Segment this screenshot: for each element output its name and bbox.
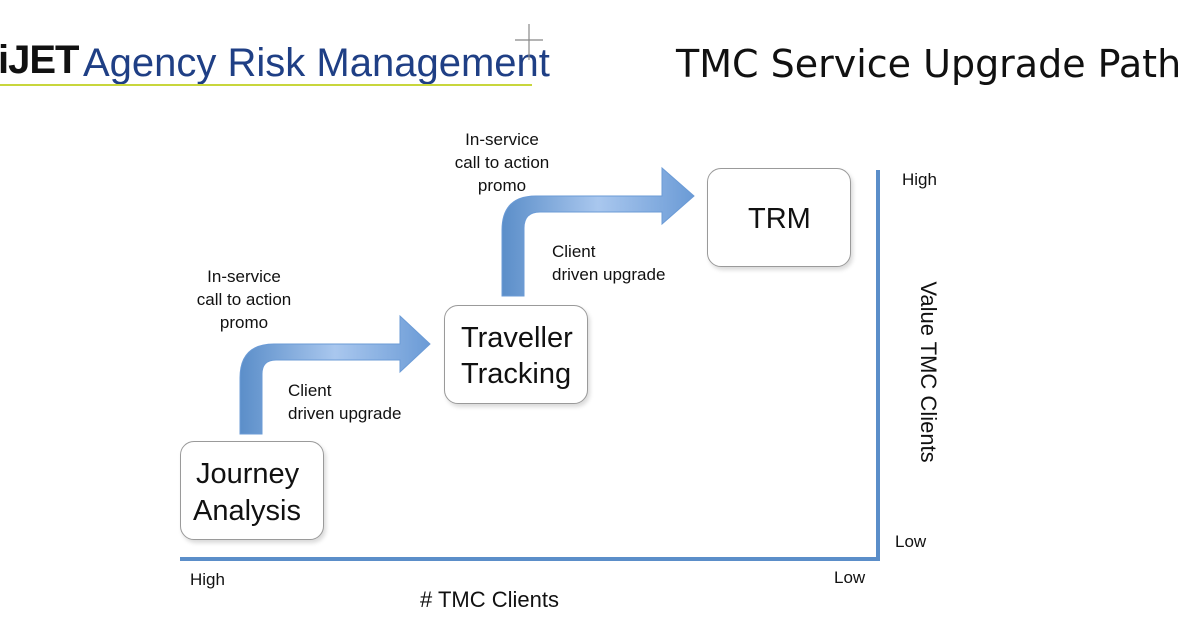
upgrade-arrow-2 xyxy=(501,166,695,297)
promo-label-1-line-2: call to action xyxy=(196,290,292,309)
driver-label-1-line-2: driven upgrade xyxy=(288,404,402,423)
promo-label-2-line-3: promo xyxy=(477,176,527,195)
stage-traveller-tracking-line-1: Traveller xyxy=(461,322,573,354)
promo-label-1-line-3: promo xyxy=(219,313,269,332)
promo-label-2-line-1: In-service xyxy=(465,130,539,149)
promo-label-2: In-service call to action promo xyxy=(442,128,562,197)
stage-journey-analysis-line-2: Analysis xyxy=(193,495,301,527)
slide-title: TMC Service Upgrade Path xyxy=(676,42,1182,86)
promo-label-1: In-service call to action promo xyxy=(184,265,304,334)
stage-journey-analysis-line-1: Journey xyxy=(196,458,300,490)
stage-journey-analysis: Journey Analysis xyxy=(180,441,324,540)
driver-label-2-line-2: driven upgrade xyxy=(552,265,666,284)
logo-underline xyxy=(0,84,532,86)
upgrade-arrow-1 xyxy=(239,314,431,435)
promo-label-1-line-1: In-service xyxy=(207,267,281,286)
stage-trm-line-1: TRM xyxy=(748,203,811,235)
stage-traveller-tracking: Traveller Tracking xyxy=(444,305,588,404)
y-axis-bottom-label: Low xyxy=(895,532,927,551)
stage-trm: TRM xyxy=(707,168,851,267)
stage-traveller-tracking-line-2: Tracking xyxy=(461,358,572,390)
driver-label-1-line-1: Client xyxy=(288,381,332,400)
y-axis-title: Value TMC Clients xyxy=(916,281,941,463)
sparkle-icon xyxy=(515,24,543,60)
promo-label-2-line-2: call to action xyxy=(454,153,550,172)
driver-label-2: Client driven upgrade xyxy=(552,240,665,286)
x-axis-start-label: High xyxy=(190,570,225,589)
y-axis-top-label: High xyxy=(902,170,937,189)
logo-brand: iJET xyxy=(0,38,79,82)
x-axis-end-label: Low xyxy=(834,568,866,587)
driver-label-2-line-1: Client xyxy=(552,242,596,261)
x-axis-line xyxy=(180,557,880,561)
logo-tagline: Agency Risk Management xyxy=(83,41,550,85)
y-axis-line xyxy=(876,170,880,561)
driver-label-1: Client driven upgrade xyxy=(288,379,401,425)
x-axis-title: # TMC Clients xyxy=(420,587,559,612)
